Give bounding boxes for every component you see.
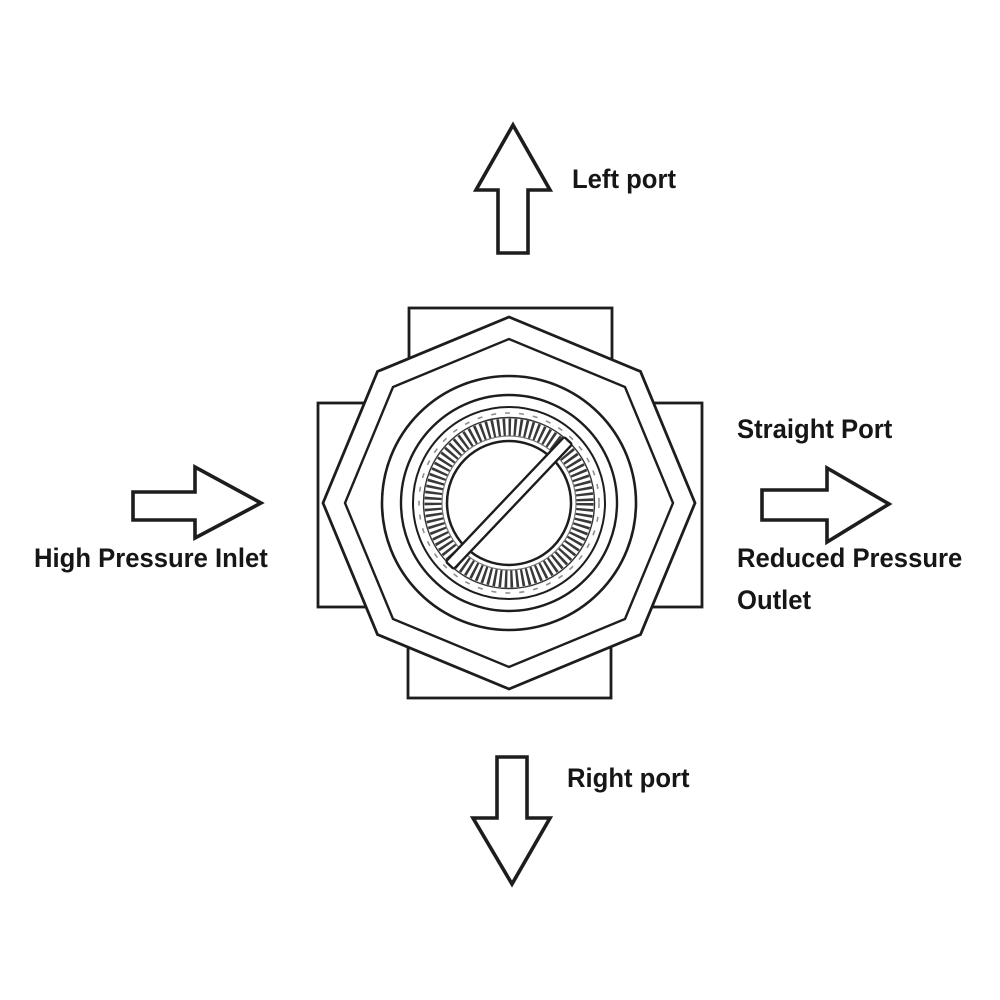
valve-ring-middle — [399, 393, 619, 613]
right-port-label: Right port — [567, 763, 690, 793]
valve-ring-inner — [412, 406, 606, 600]
valve-knurled-ring — [422, 416, 596, 590]
reduced-pressure-outlet-label: Reduced Pressure Outlet — [737, 543, 963, 615]
right-port-down-arrow-icon — [469, 755, 554, 888]
high-pressure-inlet-label: High Pressure Inlet — [34, 543, 268, 573]
reduced-pressure-outlet-right-arrow-icon — [760, 464, 893, 546]
high-pressure-inlet-right-arrow-icon — [131, 463, 265, 541]
valve-ring-outer — [380, 374, 638, 632]
valve-ring-texture — [418, 412, 600, 594]
valve-nut-inner-octagon — [343, 337, 675, 669]
valve-body — [316, 306, 704, 700]
straight-port-label: Straight Port — [737, 414, 893, 444]
left-port-label: Left port — [572, 164, 677, 194]
left-port-up-arrow-icon — [472, 121, 554, 255]
valve-screw-slot — [445, 436, 573, 570]
